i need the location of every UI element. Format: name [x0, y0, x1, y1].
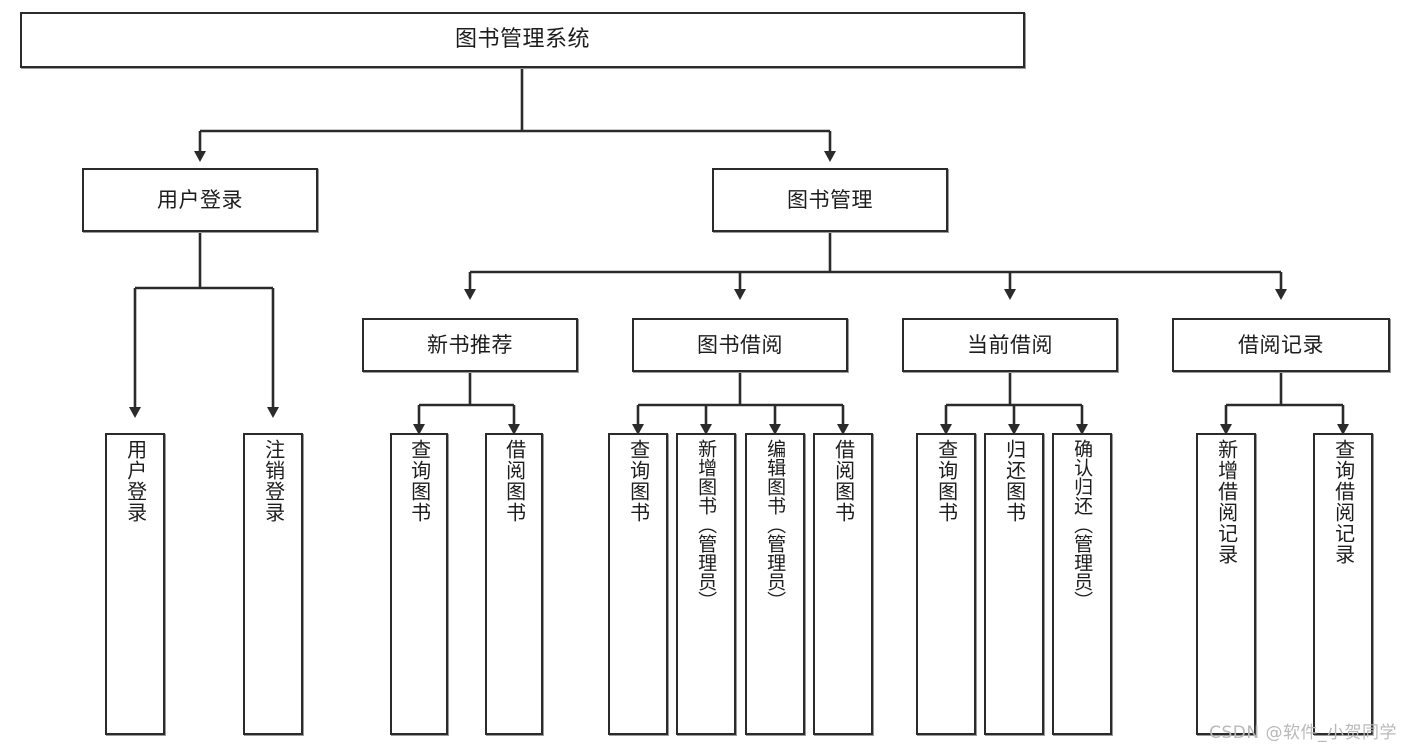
node-leaf-edit-book-admin-label: 编辑图书（管理员） — [764, 439, 787, 610]
node-book-manage-label: 图书管理 — [787, 187, 873, 212]
node-leaf-confirm-return-admin[interactable]: 确认归还（管理员） — [1052, 433, 1112, 735]
node-leaf-borrow-book-1[interactable]: 借阅图书 — [485, 433, 543, 735]
node-borrow-record[interactable]: 借阅记录 — [1172, 318, 1390, 372]
node-leaf-add-book-admin[interactable]: 新增图书（管理员） — [676, 433, 736, 735]
node-leaf-query-book-3[interactable]: 查询图书 — [916, 433, 976, 735]
node-leaf-add-book-admin-label: 新增图书（管理员） — [695, 439, 718, 610]
node-leaf-return-book-label: 归还图书 — [1002, 439, 1027, 523]
node-leaf-borrow-book-2-label: 借阅图书 — [831, 439, 856, 523]
node-new-book-recommend-label: 新书推荐 — [427, 332, 513, 357]
node-leaf-logout-login[interactable]: 注销登录 — [243, 433, 303, 735]
node-leaf-add-borrow-record-label: 新增借阅记录 — [1214, 439, 1239, 565]
node-leaf-user-login[interactable]: 用户登录 — [105, 433, 165, 735]
node-leaf-logout-login-label: 注销登录 — [261, 439, 286, 523]
node-book-borrow-label: 图书借阅 — [697, 332, 783, 357]
node-current-borrow[interactable]: 当前借阅 — [902, 318, 1118, 372]
node-leaf-query-book-2-label: 查询图书 — [626, 439, 651, 523]
node-new-book-recommend[interactable]: 新书推荐 — [362, 318, 578, 372]
node-book-borrow[interactable]: 图书借阅 — [632, 318, 848, 372]
node-leaf-query-book-2[interactable]: 查询图书 — [608, 433, 668, 735]
node-leaf-return-book[interactable]: 归还图书 — [984, 433, 1044, 735]
node-user-login-label: 用户登录 — [157, 187, 243, 212]
node-leaf-user-login-label: 用户登录 — [123, 439, 148, 523]
node-user-login[interactable]: 用户登录 — [82, 168, 318, 232]
node-leaf-confirm-return-admin-label: 确认归还（管理员） — [1071, 439, 1094, 610]
node-root[interactable]: 图书管理系统 — [20, 12, 1025, 68]
node-current-borrow-label: 当前借阅 — [967, 332, 1053, 357]
node-leaf-borrow-book-2[interactable]: 借阅图书 — [813, 433, 873, 735]
node-leaf-query-borrow-record[interactable]: 查询借阅记录 — [1313, 433, 1373, 735]
node-leaf-query-book-1-label: 查询图书 — [407, 439, 432, 523]
node-leaf-query-book-3-label: 查询图书 — [934, 439, 959, 523]
node-root-label: 图书管理系统 — [454, 27, 590, 53]
node-leaf-query-borrow-record-label: 查询借阅记录 — [1331, 439, 1356, 565]
node-borrow-record-label: 借阅记录 — [1238, 332, 1324, 357]
node-book-manage[interactable]: 图书管理 — [712, 168, 948, 232]
node-leaf-borrow-book-1-label: 借阅图书 — [502, 439, 527, 523]
node-leaf-edit-book-admin[interactable]: 编辑图书（管理员） — [745, 433, 805, 735]
node-leaf-add-borrow-record[interactable]: 新增借阅记录 — [1196, 433, 1256, 735]
node-leaf-query-book-1[interactable]: 查询图书 — [390, 433, 448, 735]
